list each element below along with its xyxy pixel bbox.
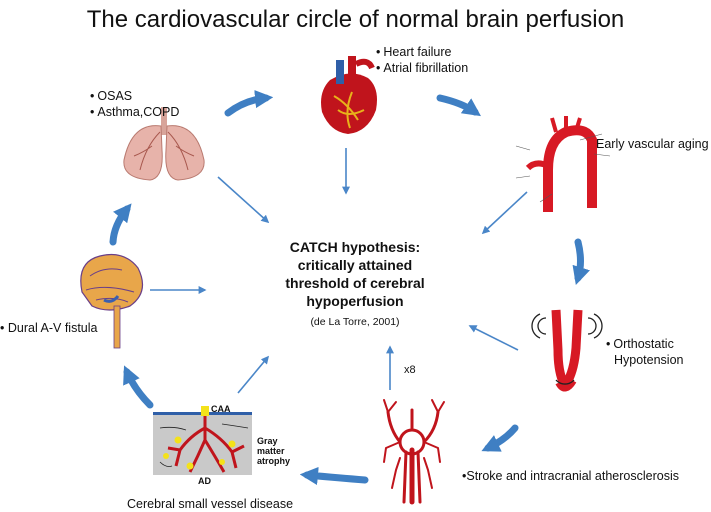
cycle-arrows <box>109 89 590 486</box>
cycle-arrow-brain-to-lungs <box>109 203 132 246</box>
aorta-illustration <box>515 116 611 212</box>
lungs-item-2: Asthma,COPD <box>90 104 179 120</box>
brain-illustration <box>80 253 144 349</box>
catch-hypothesis: CATCH hypothesis: critically attained th… <box>255 238 455 331</box>
orthostatic-item-2: Hypotension <box>614 353 684 367</box>
heart-item-2: Atrial fibrillation <box>376 60 468 76</box>
heart-item-1: Heart failure <box>376 44 468 60</box>
cycle-arrow-orthostatic-to-stroke <box>481 424 519 452</box>
gray-matter-line1: Gray <box>257 436 278 446</box>
cerebral-vessels-illustration <box>383 399 445 505</box>
hypothesis-citation: (de La Torre, 2001) <box>310 316 400 328</box>
cycle-arrow-stroke-to-smallvessel <box>299 466 369 486</box>
small-vessel-label: Cerebral small vessel disease <box>127 497 294 511</box>
lungs-item-1: OSAS <box>90 88 179 104</box>
inner-arrows <box>150 148 528 394</box>
cycle-arrow-aorta-to-orthostatic <box>572 238 590 285</box>
diagram-title: The cardiovascular circle of normal brai… <box>86 6 625 33</box>
hypothesis-line4: hypoperfusion <box>306 293 404 309</box>
orthostatic-item-1: Orthostatic <box>606 336 684 352</box>
stroke-label: •Stroke and intracranial atherosclerosis <box>462 469 679 483</box>
caa-label: CAA <box>211 404 231 414</box>
ad-label: AD <box>198 476 211 486</box>
orthostatic-label: Orthostatic Hypotension <box>606 336 684 368</box>
gray-matter-label: Gray matter atrophy <box>257 436 290 466</box>
hypothesis-line2: critically attained <box>297 257 413 273</box>
orthostatic-illustration <box>531 309 603 392</box>
fistula-label: • Dural A-V fistula <box>0 321 98 335</box>
arrow-smallvessel-to-center <box>237 355 270 394</box>
lungs-label: OSAS Asthma,COPD <box>90 88 179 120</box>
gray-matter-line3: atrophy <box>257 456 291 466</box>
arrow-aorta-to-center <box>481 191 528 235</box>
cycle-arrow-lungs-to-heart <box>224 89 274 117</box>
cycle-arrow-smallvessel-to-brain <box>123 365 154 409</box>
multiplier-label: x8 <box>404 364 416 376</box>
gray-matter-line2: matter <box>257 446 285 456</box>
heart-illustration <box>321 56 377 134</box>
cycle-arrow-heart-to-aorta <box>436 94 481 117</box>
hypothesis-line3: threshold of cerebral <box>285 275 425 291</box>
aorta-label: Early vascular aging <box>596 137 709 151</box>
arrow-orthostatic-to-center <box>468 325 519 351</box>
heart-label: Heart failure Atrial fibrillation <box>376 44 468 76</box>
hypothesis-line1: CATCH hypothesis: <box>289 239 421 255</box>
arrow-lungs-to-center <box>217 176 270 224</box>
lungs-illustration <box>123 107 205 181</box>
small-vessel-panel <box>153 406 252 475</box>
